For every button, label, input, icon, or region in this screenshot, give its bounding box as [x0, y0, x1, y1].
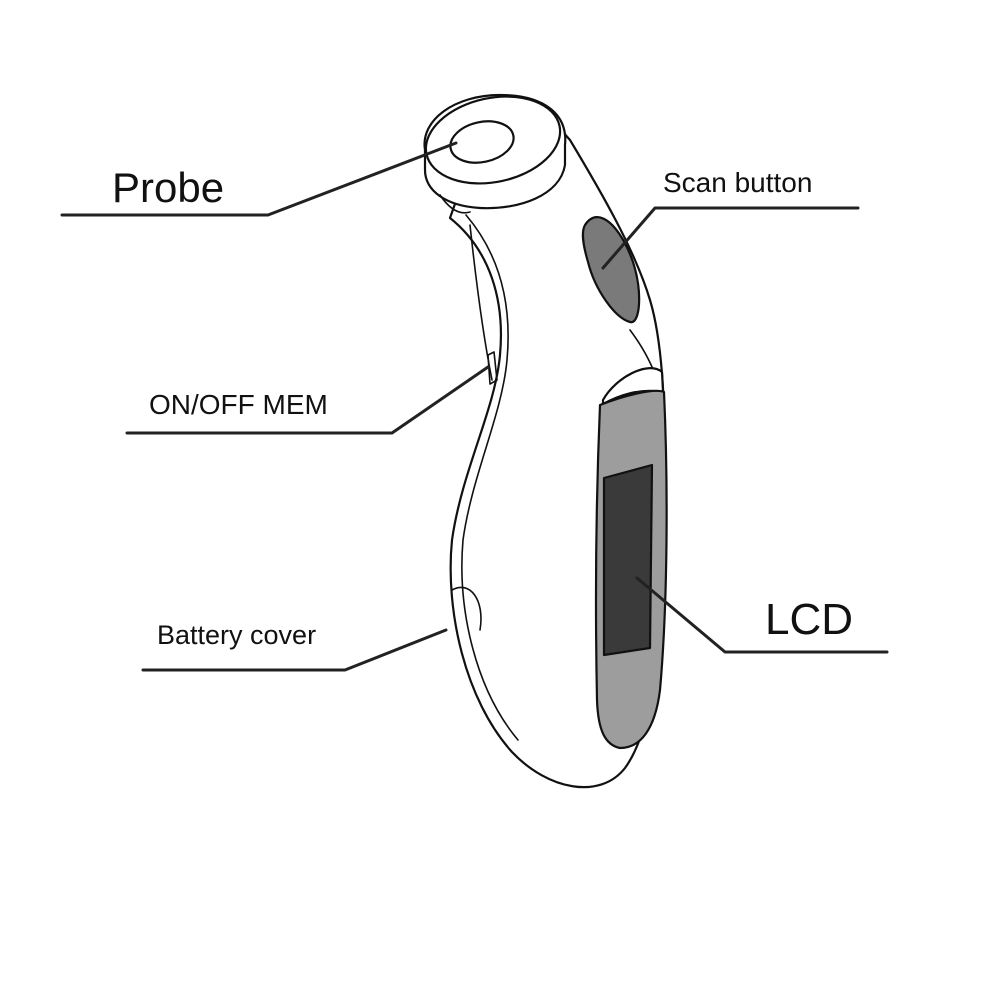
- battery-cover-label: Battery cover: [157, 620, 316, 650]
- probe-head: [423, 93, 567, 214]
- battery-cover-leader-line: [141, 628, 448, 672]
- battery-cover-seam: [451, 586, 482, 631]
- scan-button-label: Scan button: [663, 167, 812, 198]
- on-off-mem-leader-line: [125, 365, 490, 435]
- probe-leader-line: [60, 141, 458, 217]
- lcd-screen: [602, 463, 654, 657]
- lcd-assembly: [594, 367, 668, 750]
- probe-label: Probe: [112, 164, 224, 211]
- body-inner-contour: [461, 214, 519, 741]
- lcd-label: LCD: [765, 595, 853, 644]
- on-off-mem-button: [487, 351, 498, 385]
- scan-button-shape: [581, 216, 641, 324]
- probe-tip: [449, 120, 515, 164]
- probe-neck: [439, 194, 471, 214]
- on-off-mem-label: ON/OFF MEM: [149, 389, 328, 420]
- lcd-leader-line: [635, 576, 889, 654]
- scan-button-leader-line: [601, 206, 860, 270]
- lcd-top-cap: [601, 367, 665, 406]
